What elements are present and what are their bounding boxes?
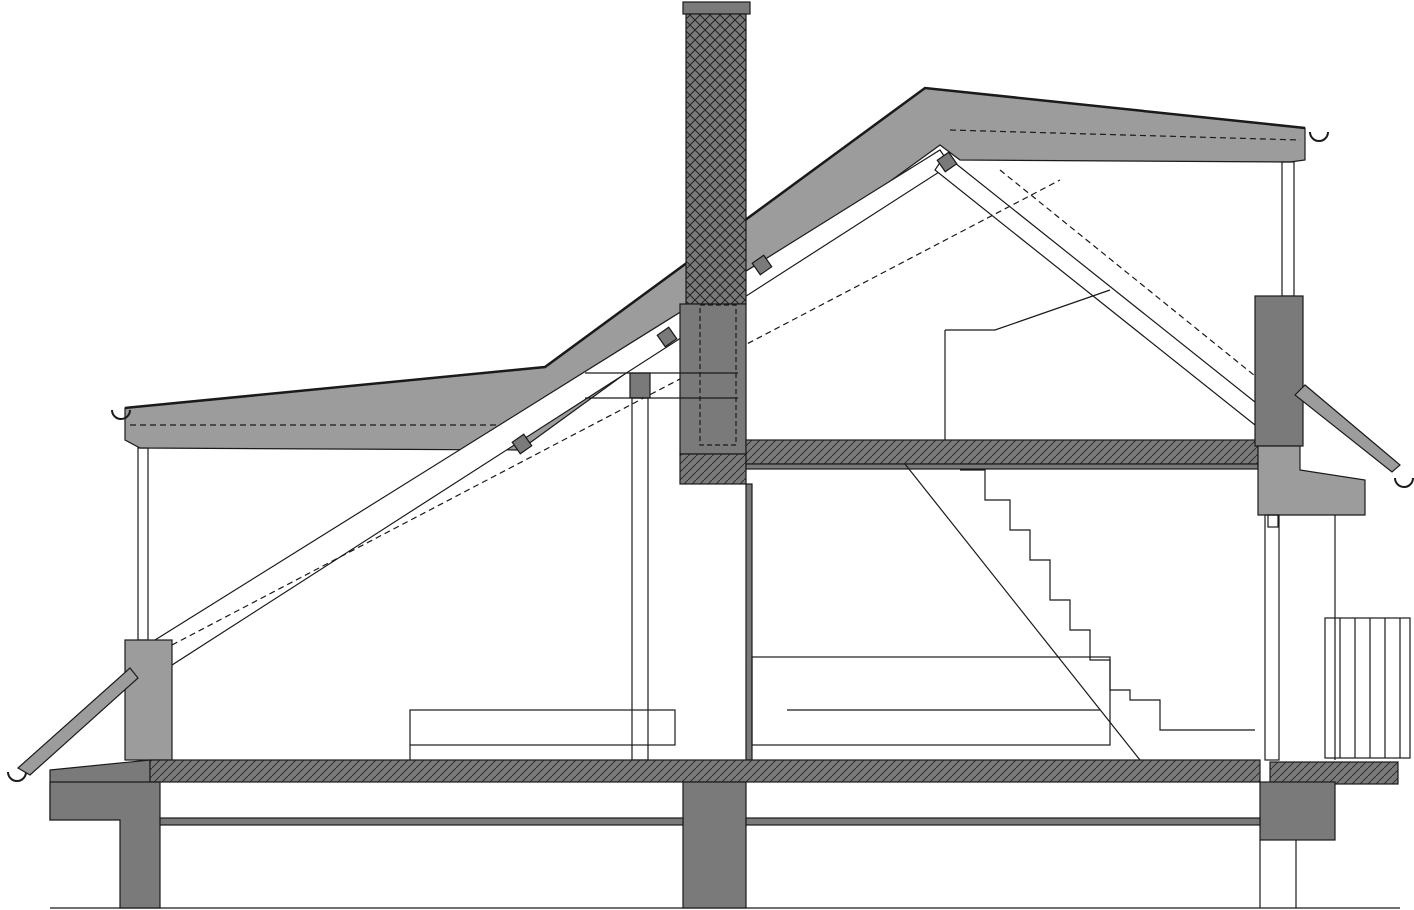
floor-slab: [149, 759, 1261, 783]
foundation-left: [49, 781, 161, 909]
upper-floor-slab: [745, 439, 1259, 465]
gutter-right: [1309, 131, 1329, 142]
chimney-cap: [682, 1, 751, 15]
left-eave: [16, 667, 139, 776]
right-wall: [1254, 295, 1304, 447]
gutter-left-low: [7, 771, 27, 782]
staircase: [960, 469, 1255, 731]
dormer-window-right: [1281, 161, 1295, 297]
sofa-right: [751, 656, 1111, 746]
rafter-right: [934, 154, 1266, 426]
balcony-railing: [1324, 617, 1411, 759]
chimney-body: [679, 303, 747, 455]
dormer-window-left: [137, 447, 149, 641]
chimney-flue: [685, 13, 747, 305]
gutter-left: [111, 409, 131, 420]
gutter-right-low: [1394, 477, 1414, 488]
balcony-slab: [1269, 761, 1399, 785]
right-eave: [1294, 384, 1401, 473]
left-knee-wall: [124, 639, 173, 761]
sofa-left: [409, 709, 676, 746]
foundation-right: [1259, 781, 1336, 841]
foundation-center: [682, 781, 747, 909]
